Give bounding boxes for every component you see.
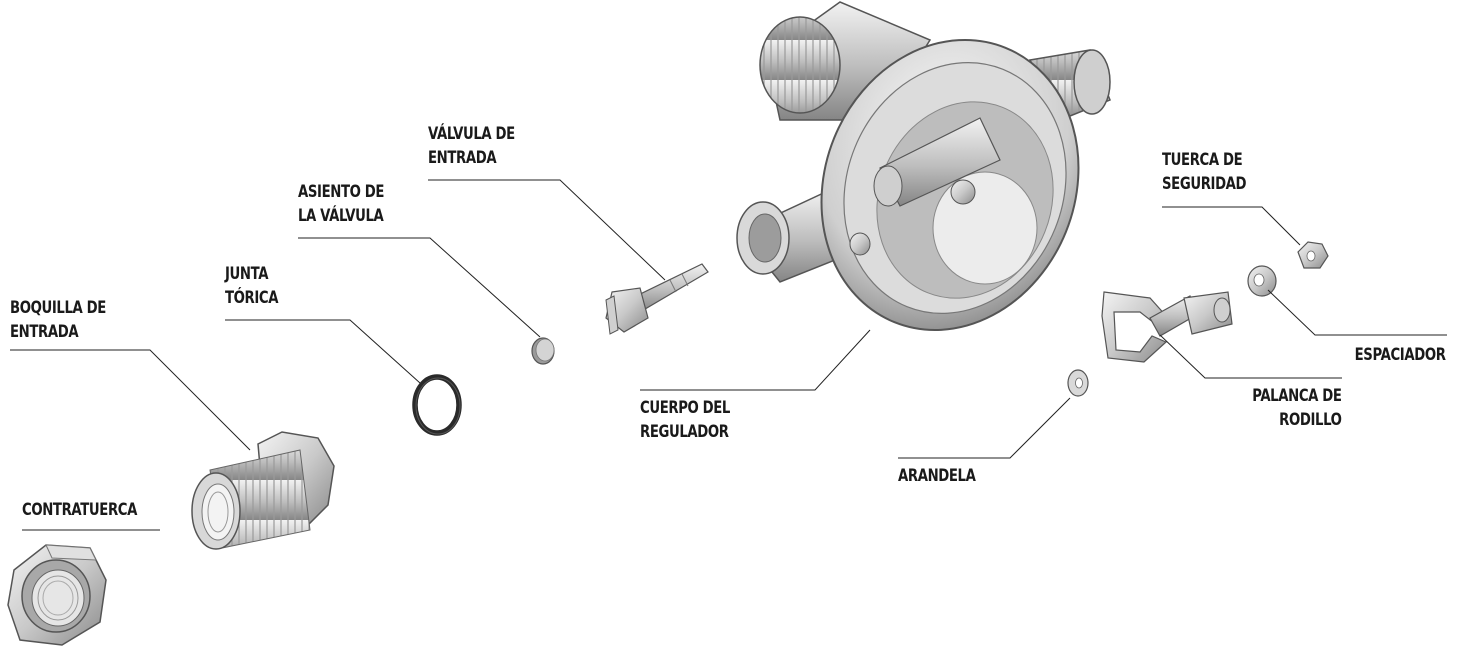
leader-tuerca-seguridad <box>1162 206 1301 246</box>
label-boquilla-entrada: BOQUILLA DE ENTRADA <box>10 296 106 344</box>
label-espaciador: ESPACIADOR <box>1355 343 1446 367</box>
label-line: ENTRADA <box>10 322 79 342</box>
leader-cuerpo-regulador <box>640 329 871 391</box>
leader-asiento-valvula <box>298 237 541 338</box>
arandela-part <box>1067 369 1089 397</box>
tuerca-seguridad-part <box>1297 241 1329 269</box>
label-line: REGULADOR <box>640 422 729 442</box>
label-line: ENTRADA <box>428 148 497 168</box>
label-valvula-entrada: VÁLVULA DE ENTRADA <box>428 122 515 170</box>
label-line: CUERPO DEL <box>640 398 730 418</box>
label-palanca-rodillo: PALANCA DE RODILLO <box>1252 384 1343 432</box>
espaciador-part <box>1247 265 1277 297</box>
label-line: JUNTA <box>225 264 269 284</box>
label-line: TUERCA DE <box>1162 150 1243 170</box>
leader-espaciador <box>1267 289 1447 336</box>
leader-junta-torica <box>225 319 421 384</box>
label-line: SEGURIDAD <box>1162 174 1247 194</box>
label-line: ASIENTO DE <box>298 182 385 202</box>
label-line: ARANDELA <box>898 466 976 486</box>
contratuerca-part <box>7 544 107 646</box>
label-line: VÁLVULA DE <box>428 124 515 144</box>
label-arandela: ARANDELA <box>898 464 976 488</box>
junta-torica-part <box>412 374 462 436</box>
label-junta-torica: JUNTA TÓRICA <box>225 262 279 310</box>
label-line: RODILLO <box>1279 410 1343 430</box>
label-tuerca-seguridad: TUERCA DE SEGURIDAD <box>1162 148 1247 196</box>
label-line: TÓRICA <box>225 288 279 308</box>
label-line: LA VÁLVULA <box>298 206 384 226</box>
label-line: PALANCA DE <box>1252 386 1343 406</box>
leader-arandela <box>898 397 1071 459</box>
leader-valvula-entrada <box>428 179 666 281</box>
label-contratuerca: CONTRATUERCA <box>22 498 137 522</box>
leader-boquilla-entrada <box>10 349 251 451</box>
label-cuerpo-regulador: CUERPO DEL REGULADOR <box>640 396 730 444</box>
label-line: ESPACIADOR <box>1355 345 1446 365</box>
cuerpo-regulador-part <box>736 1 1111 331</box>
leader-lines <box>10 179 1447 531</box>
palanca-rodillo-part <box>1101 291 1233 363</box>
label-line: CONTRATUERCA <box>22 500 137 520</box>
asiento-valvula-part <box>531 337 555 365</box>
boquilla-entrada-part <box>191 431 335 550</box>
label-asiento-valvula: ASIENTO DE LA VÁLVULA <box>298 180 384 228</box>
valvula-entrada-part <box>605 263 709 335</box>
leader-palanca-rodillo <box>1159 334 1342 379</box>
label-line: BOQUILLA DE <box>10 298 106 318</box>
